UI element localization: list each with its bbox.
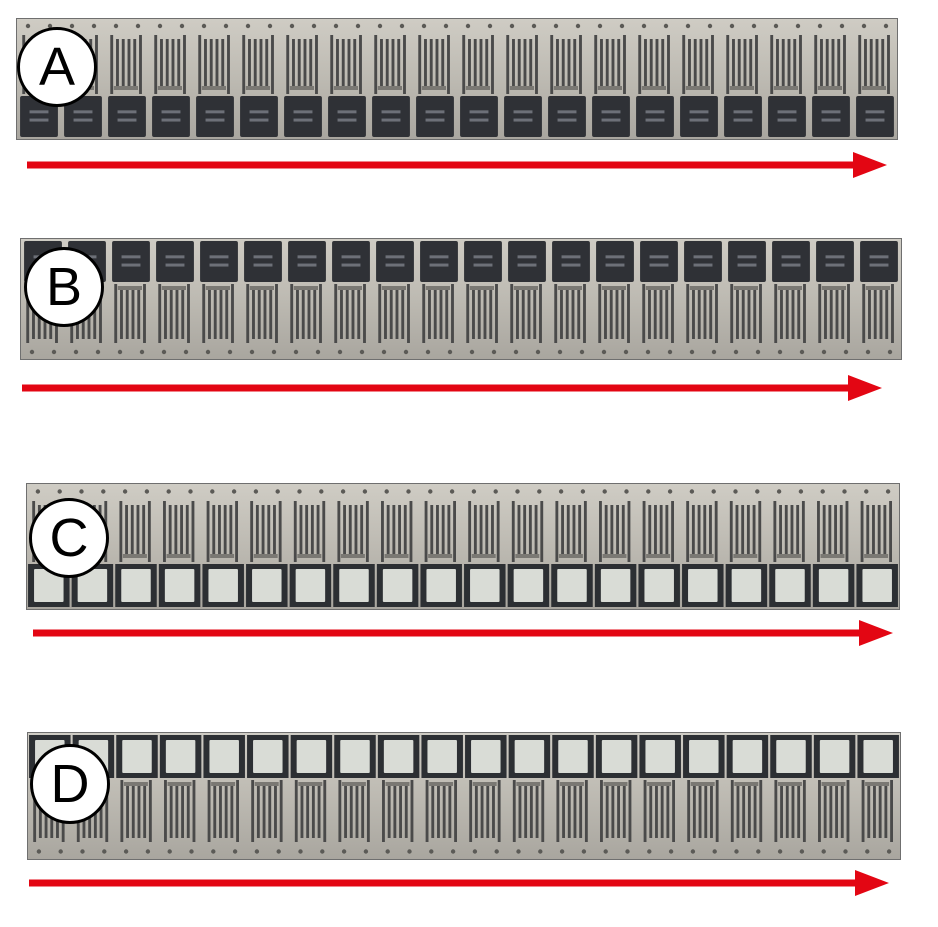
leadframe-strip-a bbox=[16, 18, 898, 140]
leadframe-strip-b bbox=[20, 238, 902, 360]
arrow-graphic-b bbox=[22, 375, 882, 401]
panel-label-d: D bbox=[30, 744, 110, 824]
leadframe-strip-c bbox=[26, 483, 900, 610]
direction-arrow-b bbox=[22, 375, 882, 401]
direction-arrow-c bbox=[33, 620, 893, 646]
arrow-graphic-a bbox=[27, 152, 887, 178]
leadframe-strip-d bbox=[27, 732, 901, 860]
arrow-graphic-c bbox=[33, 620, 893, 646]
panel-label-a: A bbox=[17, 27, 97, 107]
panel-label-b: B bbox=[24, 247, 104, 327]
strip-graphic-c bbox=[27, 484, 899, 609]
arrow-graphic-d bbox=[29, 870, 889, 896]
strip-graphic-a bbox=[17, 19, 897, 139]
direction-arrow-a bbox=[27, 152, 887, 178]
strip-graphic-b bbox=[21, 239, 901, 359]
direction-arrow-d bbox=[29, 870, 889, 896]
panel-label-c: C bbox=[29, 498, 109, 578]
strip-graphic-d bbox=[28, 733, 900, 859]
